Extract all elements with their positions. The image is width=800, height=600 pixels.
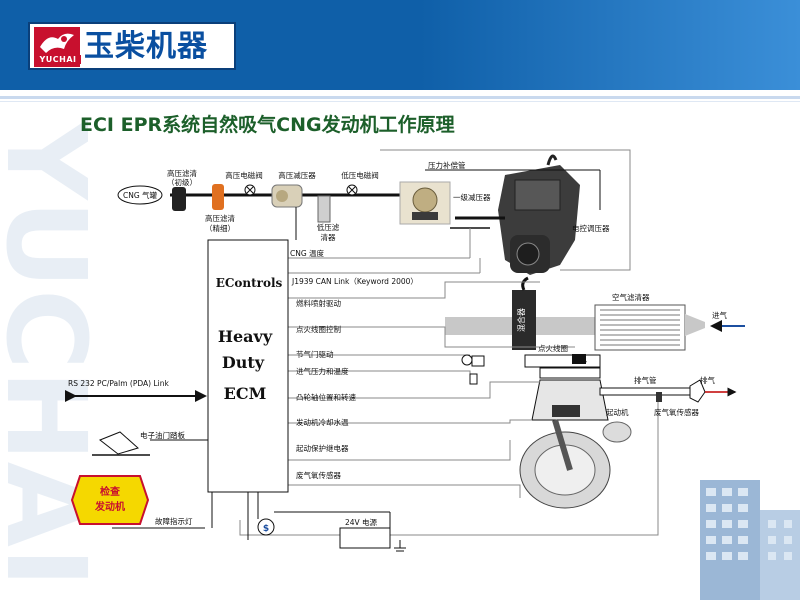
signal-can-link: J1939 CAN Link（Keyword 2000） <box>291 277 418 286</box>
signal-fuel-injection: 燃料喷射驱动 <box>296 298 341 308</box>
elec-regulator-label: 电控调压器 <box>572 223 610 233</box>
map-sensor-icon <box>469 373 478 385</box>
hp-regulator-label: 高压减压器 <box>278 170 316 180</box>
lp-filter-label-1: 低压滤 <box>317 222 340 232</box>
hp-filter-coarse-label-2: （初级） <box>167 177 197 187</box>
power-supply-label: 24V 电源 <box>345 517 378 527</box>
hp-filter-fine-label-1: 高压滤清 <box>205 213 235 223</box>
signal-coolant-temp: 发动机冷却水温 <box>296 417 349 427</box>
lp-filter-label-2: 清器 <box>321 232 336 242</box>
pedal-label: 电子油门踏板 <box>140 430 185 440</box>
signal-start-relay: 起动保护继电器 <box>296 443 349 453</box>
starter-icon <box>602 421 632 443</box>
air-filter-label: 空气滤清器 <box>612 292 650 302</box>
signal-intake-pressure-temp: 进气压力和温度 <box>296 366 349 376</box>
ecm-heavy-label: Heavy <box>218 327 273 346</box>
fault-lamp-label: 故障指示灯 <box>155 516 193 526</box>
cng-tank-label: CNG 气罐 <box>123 190 158 200</box>
pressure-comp-pipe-label: 压力补偿管 <box>428 160 466 170</box>
engine-illustration <box>519 354 632 509</box>
hp-filter-coarse-label-1: 高压滤清 <box>167 168 197 178</box>
hp-filter-fine-label-2: （精细） <box>205 223 235 233</box>
header-divider-thin <box>0 101 800 102</box>
exhaust-out-label: 排气 <box>700 375 715 385</box>
ignition-coil-label: 点火线圈 <box>538 343 568 353</box>
air-filter-icon <box>594 304 686 351</box>
pedal-icon <box>92 431 150 456</box>
electronic-regulator-image <box>498 154 580 275</box>
signal-o2-sensor: 废气氧传感器 <box>296 470 341 480</box>
logo-english-text: YUCHAI <box>35 55 81 64</box>
ecm-duty-label: Duty <box>222 353 265 372</box>
logo-chinese-text: 玉柴机器 <box>84 29 208 64</box>
header-divider <box>0 96 800 99</box>
building-illustration <box>700 480 800 600</box>
ecm-econtrols-label: EControls <box>216 276 283 290</box>
mixer-icon <box>512 290 536 350</box>
header-gradient <box>420 0 800 90</box>
throttle-icon <box>461 354 473 366</box>
exhaust-pipe-icon <box>599 387 696 396</box>
exhaust-pipe-label: 排气管 <box>634 375 657 385</box>
o2-sensor-label: 废气氧传感器 <box>654 407 699 417</box>
hp-solenoid-label: 高压电磁阀 <box>225 170 263 180</box>
page-title: ECI EPR系统自然吸气CNG发动机工作原理 <box>80 114 455 136</box>
hp-filter-coarse-icon <box>172 187 186 211</box>
lp-filter-icon <box>317 195 331 223</box>
signal-throttle-drive: 节气门驱动 <box>296 349 334 359</box>
check-engine-label-2: 发动机 <box>94 500 125 513</box>
svg-text:$: $ <box>263 524 269 534</box>
ecm-box <box>207 239 289 493</box>
yuchai-logo: YUCHAI 玉柴机器 <box>28 22 236 70</box>
battery-icon <box>339 527 391 549</box>
hp-filter-fine-icon <box>212 184 224 210</box>
gas-supply-line <box>117 184 420 240</box>
signal-cam-position: 凸轮轴位置和转速 <box>296 392 356 402</box>
svg-text:• • •: • • • <box>573 359 587 366</box>
air-in-label: 进气 <box>712 310 727 320</box>
ignition-key-icon <box>257 518 275 536</box>
ignition-coil-icon <box>572 354 586 364</box>
rs232-label: RS 232 PC/Palm (PDA) Link <box>68 379 169 388</box>
signal-ignition-control: 点火线圈控制 <box>296 324 341 334</box>
check-engine-icon <box>70 475 150 525</box>
cng-temp-label: CNG 温度 <box>290 248 325 258</box>
o2-sensor-icon <box>656 392 662 402</box>
lp-solenoid-label: 低压电磁阀 <box>341 170 379 180</box>
mixer-label: 混合器 <box>516 308 526 332</box>
check-engine-label-1: 检查 <box>100 485 121 498</box>
ecm-label: ECM <box>224 384 267 403</box>
stage1-regulator-label: 一级减压器 <box>453 192 491 202</box>
starter-label: 起动机 <box>606 407 629 417</box>
